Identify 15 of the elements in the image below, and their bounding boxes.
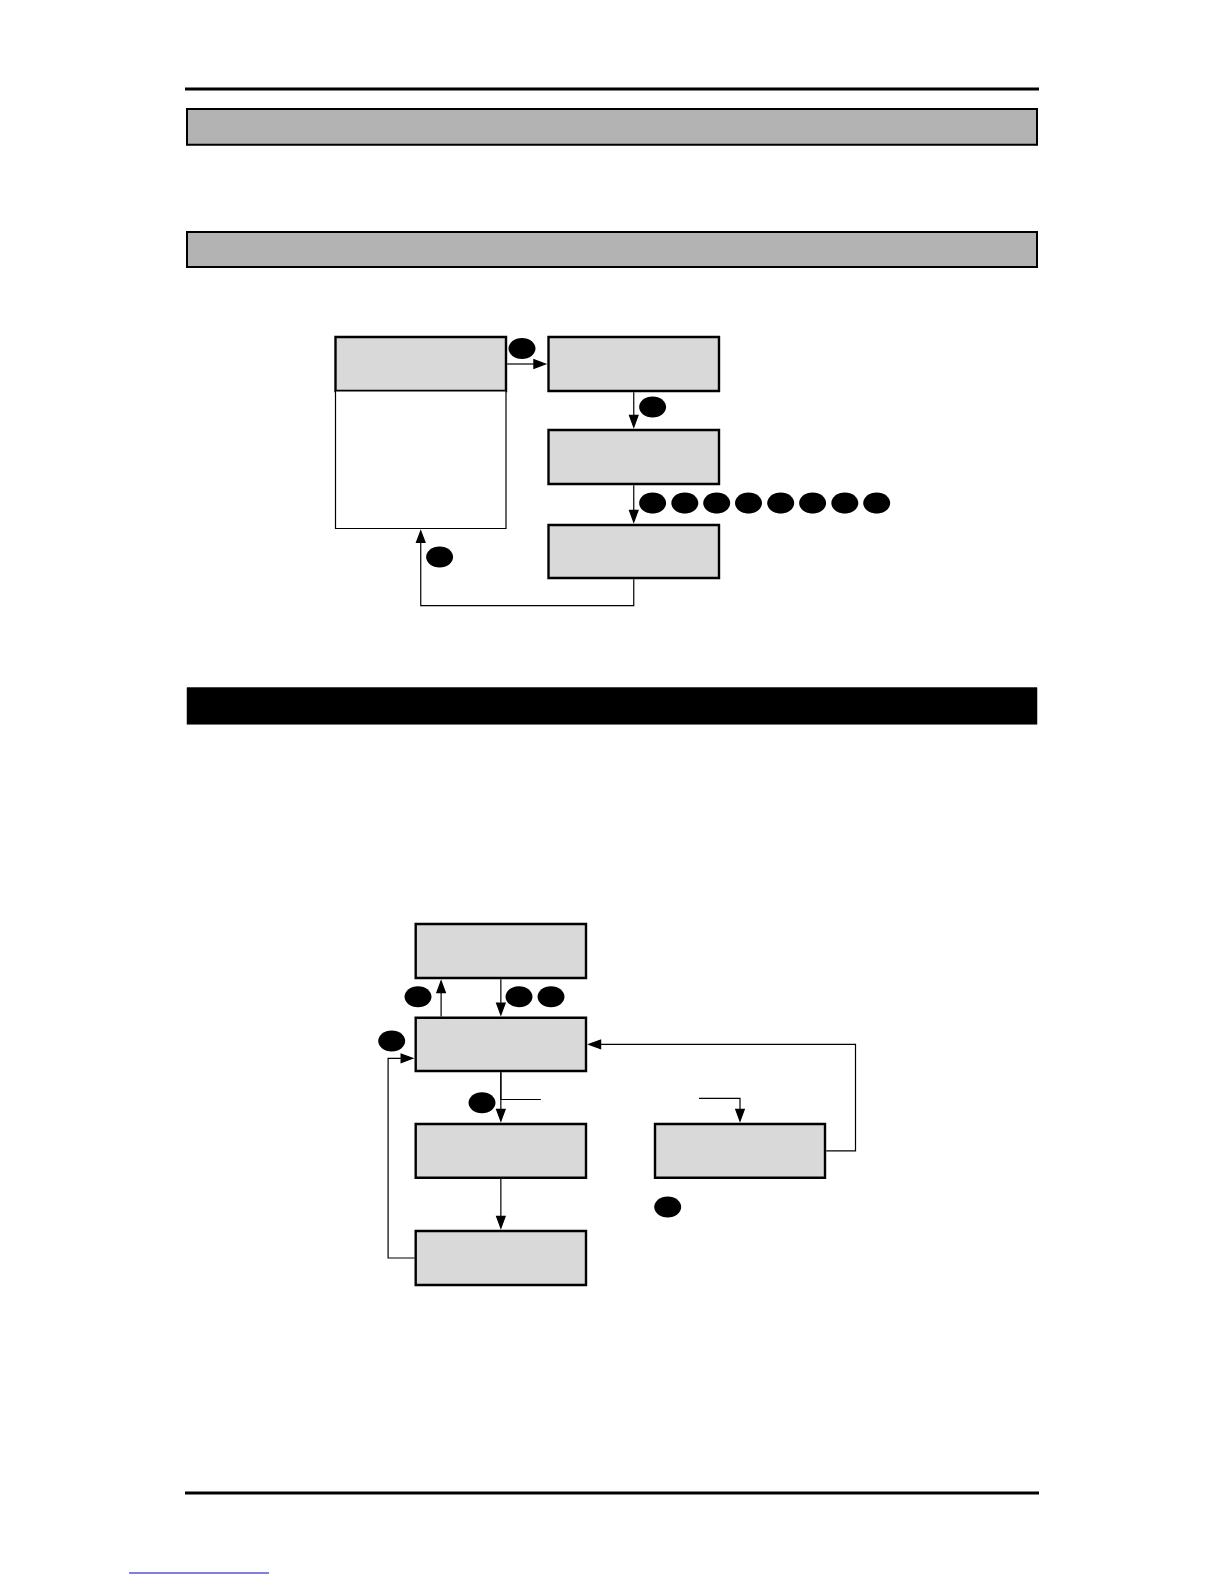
process-box (334, 335, 508, 393)
process-box (653, 1122, 827, 1179)
process-box (414, 1229, 588, 1287)
process-box (414, 1016, 588, 1073)
process-box (414, 1122, 588, 1179)
heading-bar (186, 231, 1038, 268)
process-box (414, 922, 588, 980)
process-box (547, 523, 721, 580)
arrow (500, 1071, 542, 1101)
panel-box (334, 390, 507, 530)
arrow (387, 1053, 416, 1259)
process-box (547, 428, 721, 486)
process-box (547, 335, 721, 393)
heading-bar (186, 108, 1038, 146)
heading-bar (186, 687, 1038, 725)
